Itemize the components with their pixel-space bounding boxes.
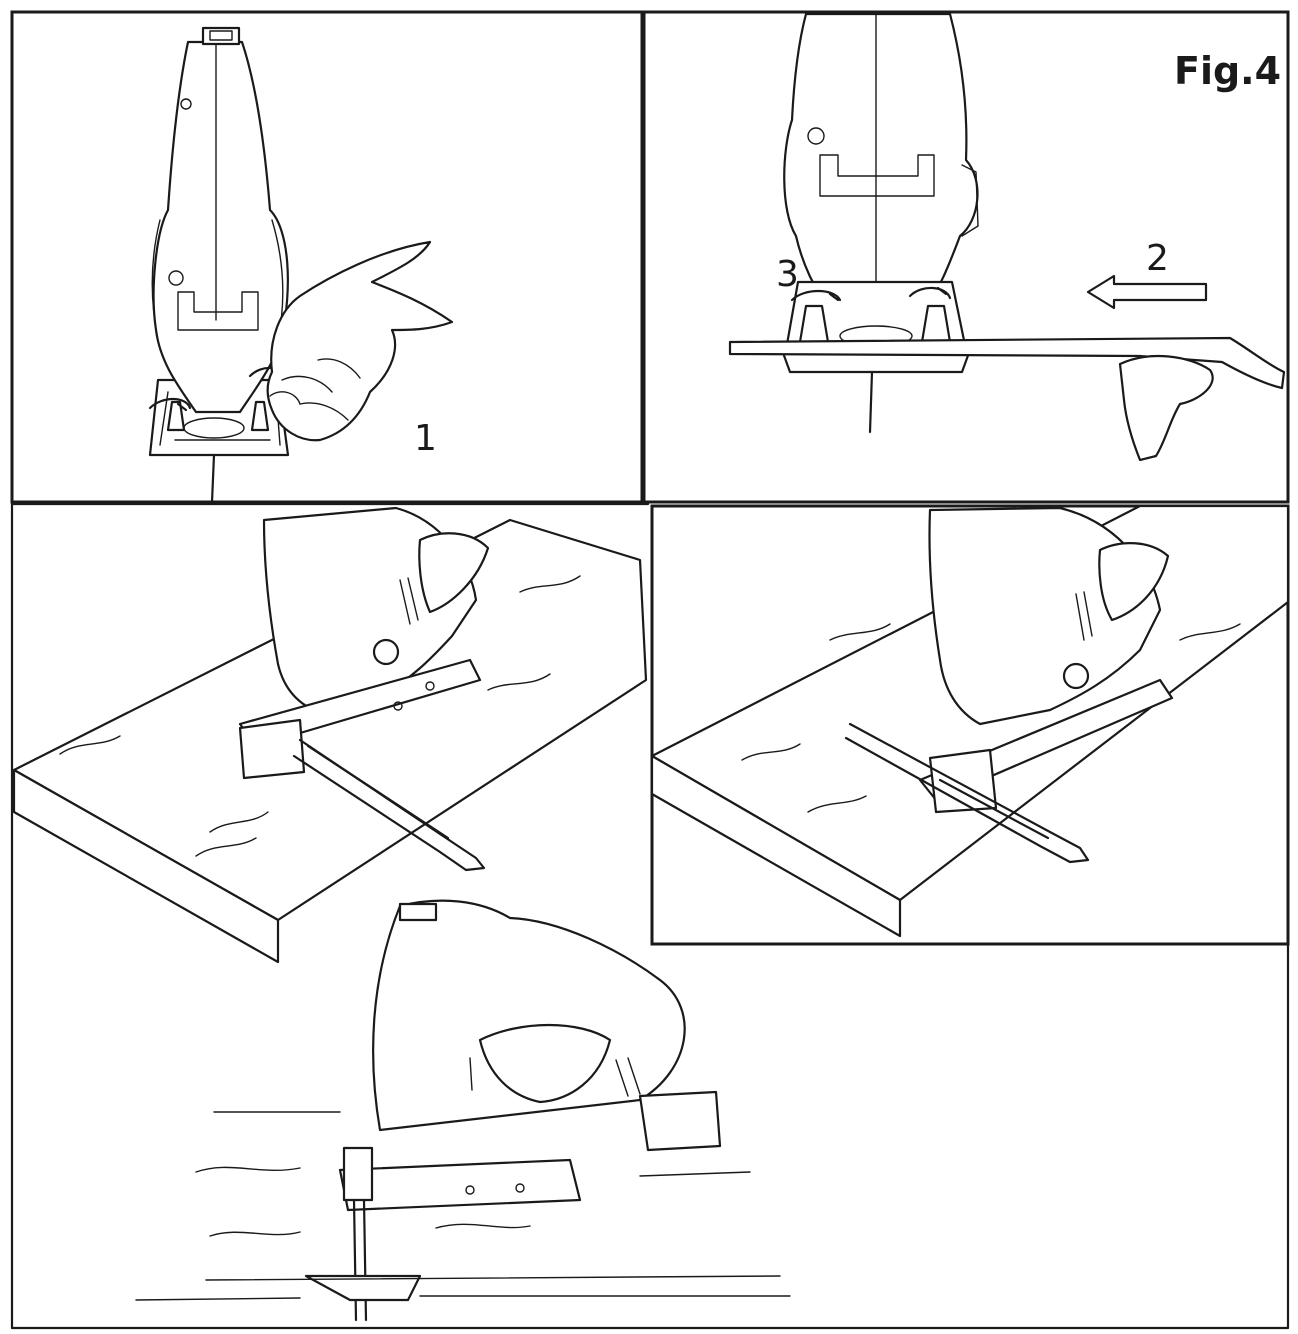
parallel-guide [728, 336, 1286, 390]
step-2-label: 2 [1146, 238, 1169, 279]
jigsaw-lower [372, 899, 686, 1132]
panel-1-loosen-screws: 1 [10, 10, 644, 504]
figure-label: Fig.4 [1174, 49, 1281, 93]
step-3-label: 3 [776, 254, 799, 295]
insert-arrow-icon [1086, 274, 1208, 310]
panel-3-guided-cut [10, 502, 1290, 1330]
jigsaw-body [152, 40, 289, 414]
panel-4-guided-cut-alt [650, 504, 1290, 946]
hand [266, 240, 454, 442]
panel-2-insert-guide: Fig.4 2 3 [642, 10, 1290, 504]
jigsaw-body-front [783, 12, 979, 314]
step-1-label: 1 [414, 418, 437, 459]
